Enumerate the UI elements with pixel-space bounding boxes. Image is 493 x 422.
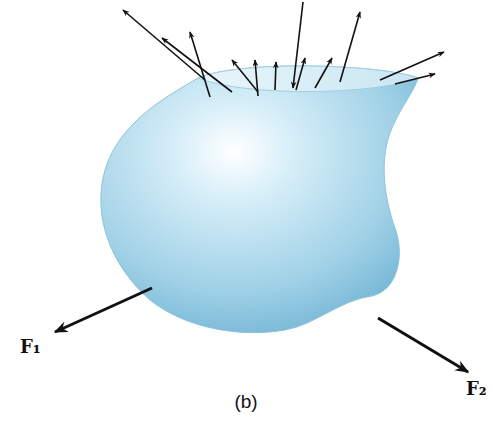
figure-caption: (b) — [234, 392, 257, 411]
force-label: F₁ — [20, 338, 41, 356]
force-label: F₂ — [466, 380, 487, 398]
